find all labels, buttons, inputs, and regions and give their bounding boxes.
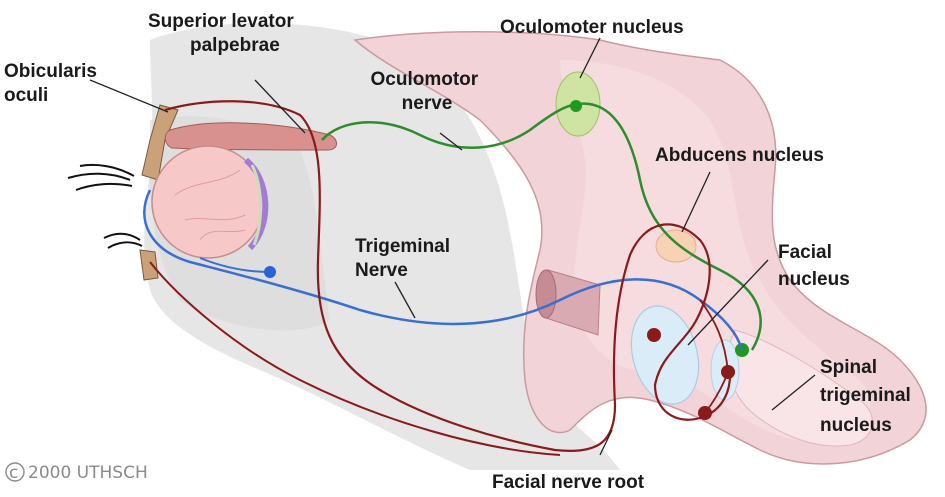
label-orbicularis-line2: oculi [4,85,48,106]
label-orbicularis-oculi: Obicularis oculi [4,61,102,106]
copyright-text: 2000 UTHSCH [28,463,148,483]
label-oculomotor-line1: Oculomotor [371,69,479,90]
abducens-nucleus [656,230,696,262]
label-spinal-line2: trigeminal [820,385,911,406]
orbicularis-lower [140,250,158,280]
label-levator-line1: Superior levator [148,11,294,32]
label-facial-line1: Facial [778,242,832,263]
oculomotor-neuron [570,100,582,112]
label-oculomotor-nucleus: Oculomoter nucleus [500,17,684,38]
eyelash-upper [68,165,134,190]
label-facial-nucleus: Facial nucleus [778,242,850,290]
eyelash-lower [104,234,142,248]
label-spinal-line3: nucleus [820,415,892,436]
label-abducens-nucleus: Abducens nucleus [655,145,824,166]
facial-neuron-1 [647,328,661,342]
trigeminal-ganglion-neuron [264,266,276,278]
label-trigeminal-line1: Trigeminal [355,236,450,257]
label-oculomotor-line2: nerve [402,93,453,114]
label-facial-line2: nucleus [778,269,850,290]
copyright-notice: c 2000 UTHSCH [6,463,148,483]
label-spinal-line1: Spinal [820,357,877,378]
copyright-c-glyph: c [9,463,18,483]
label-facial-nerve-root: Facial nerve root [492,472,645,493]
label-levator-line2: palpebrae [190,35,280,56]
label-trigeminal-line2: Nerve [355,260,408,281]
trigeminal-root-cut [536,270,556,318]
label-orbicularis-line1: Obicularis [4,61,97,82]
